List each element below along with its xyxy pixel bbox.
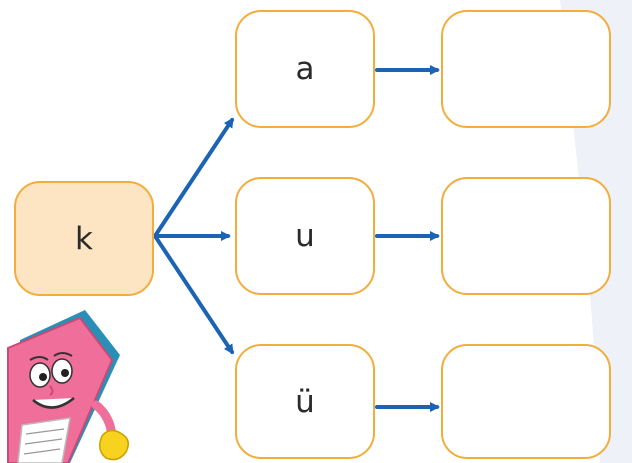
result-box-ue[interactable] <box>441 344 611 459</box>
vowel-box-a: a <box>235 10 375 128</box>
result-box-a[interactable] <box>441 10 611 128</box>
arrow-to-ue <box>153 234 234 355</box>
vowel-label-ue: ü <box>295 383 315 420</box>
book-character-icon <box>7 310 129 463</box>
vowel-box-ue: ü <box>235 344 375 459</box>
result-box-u[interactable] <box>441 177 611 295</box>
start-letter: k <box>75 220 93 257</box>
arrow-to-a <box>153 117 234 238</box>
vowel-label-a: a <box>295 51 315 87</box>
vowel-box-u: u <box>235 177 375 295</box>
start-letter-box: k <box>14 181 154 296</box>
vowel-label-u: u <box>295 218 315 254</box>
